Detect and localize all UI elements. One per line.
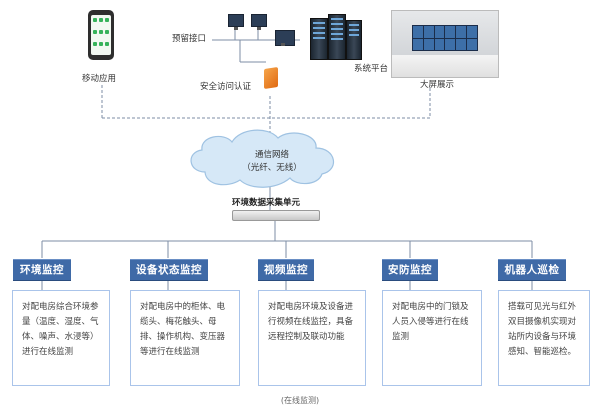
category-panel-video: 对配电房环境及设备进行视频在线监控，具备远程控制及联动功能 xyxy=(258,290,366,386)
category-button-equipment: 设备状态监控 xyxy=(130,259,208,281)
big-screen-label: 大屏展示 xyxy=(420,80,455,90)
computer-icon xyxy=(251,14,267,30)
category-panel-robot: 搭载可见光与红外双目摄像机实现对站所内设备与环境感知、智能巡检。 xyxy=(498,290,590,386)
network-cloud-icon xyxy=(190,129,334,188)
mobile-phone-icon xyxy=(88,10,114,60)
category-button-robot: 机器人巡检 xyxy=(498,259,566,281)
category-button-security: 安防监控 xyxy=(382,259,438,281)
panel-description: 对配电房中的门锁及人员入侵等进行在线监测 xyxy=(392,302,469,342)
server-icon xyxy=(310,18,328,60)
mobile-app-label: 移动应用 xyxy=(82,74,117,84)
server-icon xyxy=(346,20,362,60)
panel-description: 对配电房综合环境参量（温度、湿度、气体、噪声、水浸等）进行在线监测 xyxy=(22,302,99,357)
secure-access-label: 安全访问认证 xyxy=(200,82,252,92)
network-name: 通信网络 xyxy=(254,150,289,160)
system-platform-label: 系统平台 xyxy=(354,64,389,74)
panel-description: 对配电房中的柜体、电缆头、梅花触头、母排、操作机构、变压器等进行在线监测 xyxy=(140,302,226,357)
computer-icon xyxy=(228,14,244,30)
network-media: （光纤、无线） xyxy=(242,163,302,173)
figure-caption: (在线监测) xyxy=(280,396,320,405)
panel-description: 对配电房环境及设备进行视频在线监控，具备远程控制及联动功能 xyxy=(268,302,354,342)
big-screen-image xyxy=(391,10,499,78)
category-button-video: 视频监控 xyxy=(258,259,314,281)
category-panel-security: 对配电房中的门锁及人员入侵等进行在线监测 xyxy=(382,290,482,386)
panel-description: 搭载可见光与红外双目摄像机实现对站所内设备与环境感知、智能巡检。 xyxy=(508,302,577,357)
server-icon xyxy=(328,14,346,60)
collector-device-icon xyxy=(232,210,320,221)
workstation-icon xyxy=(275,30,295,46)
category-button-environment: 环境监控 xyxy=(13,259,71,281)
network-label: 通信网络 （光纤、无线） xyxy=(222,149,322,175)
category-panel-environment: 对配电房综合环境参量（温度、湿度、气体、噪声、水浸等）进行在线监测 xyxy=(12,290,110,386)
firewall-shield-icon xyxy=(264,67,278,89)
category-panel-equipment: 对配电房中的柜体、电缆头、梅花触头、母排、操作机构、变压器等进行在线监测 xyxy=(130,290,240,386)
collector-label: 环境数据采集单元 xyxy=(232,198,301,208)
reserved-interface-label: 预留接口 xyxy=(172,34,207,44)
